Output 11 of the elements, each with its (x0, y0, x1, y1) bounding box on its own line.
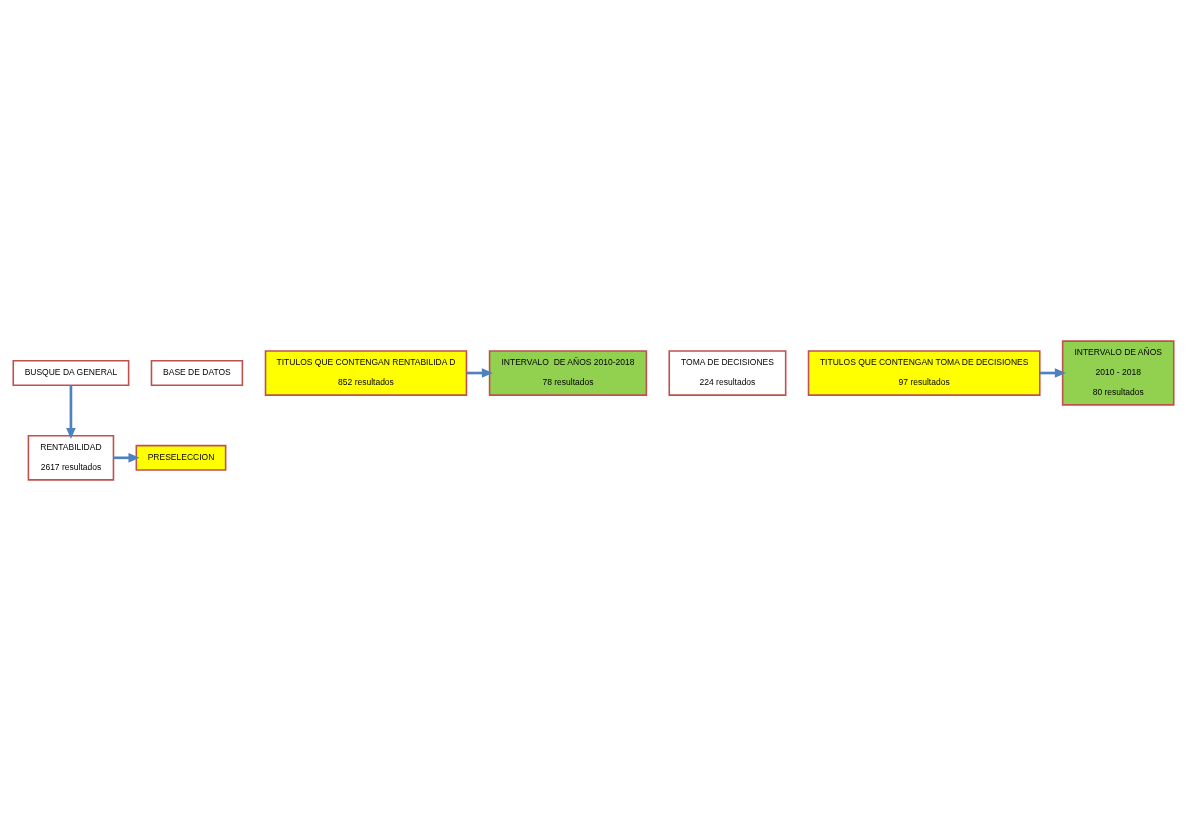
node-box: INTERVALO DE AÑOS 2010-2018 78 resultados (488, 349, 648, 396)
node-box: TITULOS QUE CONTENGAN TOMA DE DECISIONES 97 resultados (807, 349, 1041, 396)
node-box: PRESELECCION (135, 444, 227, 471)
arrow (66, 384, 76, 439)
node-box: RENTABILIDAD 2617 resultados (27, 434, 115, 481)
node-box: TOMA DE DECISIONES 224 resultados (668, 349, 787, 396)
arrow (113, 452, 140, 463)
node-box: TITULOS QUE CONTENGAN RENTABILIDA D 852 resultados (264, 349, 468, 396)
node-box: INTERVALO DE AÑOS 2010 - 2018 80 resultados (1061, 339, 1175, 406)
node-box: BUSQUE DA GENERAL (12, 359, 130, 386)
node-box: BASE DE DATOS (150, 359, 244, 386)
